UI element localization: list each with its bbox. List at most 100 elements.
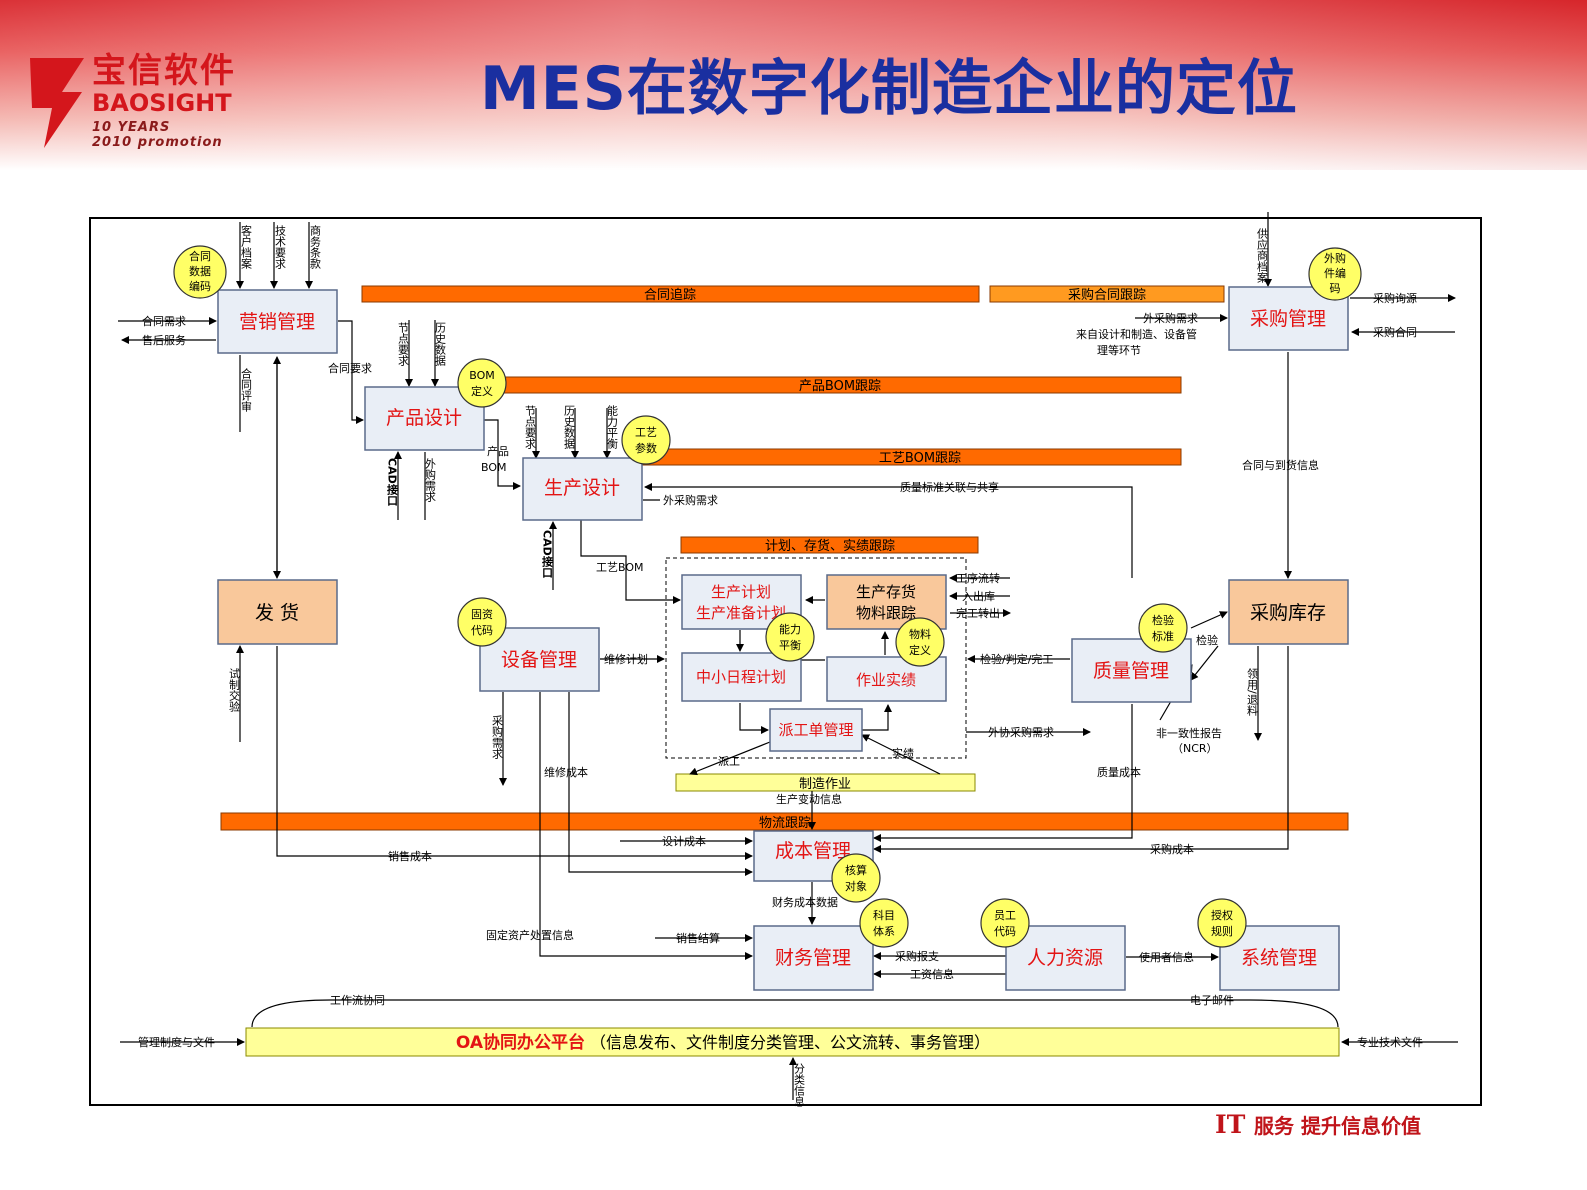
svg-text:人力资源: 人力资源 bbox=[1027, 947, 1103, 969]
box-production-plan: 生产计划 生产准备计划 bbox=[681, 574, 802, 630]
label-biz-terms: 商务条款 bbox=[309, 224, 322, 270]
label-classified-info: 分类信息 bbox=[793, 1063, 806, 1107]
bar-process-bom-track: 工艺BOM跟踪 bbox=[642, 448, 1182, 466]
svg-text:定义: 定义 bbox=[909, 643, 931, 657]
svg-text:设备管理: 设备管理 bbox=[501, 649, 577, 671]
box-procurement-stock: 采购库存 bbox=[1228, 579, 1349, 645]
baosight-logo-icon bbox=[30, 58, 84, 148]
svg-text:定义: 定义 bbox=[471, 384, 493, 398]
circle-contract-code: 合同 数据 编码 bbox=[173, 245, 227, 299]
label-actual-result: 实绩 bbox=[892, 746, 914, 760]
circle-auth-rule: 授权 规则 bbox=[1197, 898, 1247, 948]
label-production-change: 生产变动信息 bbox=[776, 792, 842, 806]
svg-text:OA协同办公平台: OA协同办公平台 bbox=[456, 1032, 585, 1053]
box-dispatch: 派工单管理 bbox=[769, 708, 863, 752]
svg-text:参数: 参数 bbox=[635, 441, 657, 455]
bar-plan-track: 计划、存货、实绩跟踪 bbox=[680, 536, 979, 554]
footer-it: IT bbox=[1215, 1110, 1246, 1139]
header-banner bbox=[0, 0, 1587, 170]
label-supplier-file: 供应商档案 bbox=[1256, 227, 1269, 283]
box-hr: 人力资源 bbox=[1005, 925, 1126, 991]
svg-text:质量管理: 质量管理 bbox=[1093, 660, 1169, 682]
label-after-sales: 售后服务 bbox=[142, 333, 186, 347]
svg-text:核算: 核算 bbox=[845, 863, 867, 877]
svg-text:标准: 标准 bbox=[1152, 629, 1174, 643]
svg-text:发 货: 发 货 bbox=[255, 602, 299, 624]
svg-text:采购库存: 采购库存 bbox=[1250, 602, 1326, 624]
label-finish-out: 完工转出 bbox=[956, 606, 1000, 620]
bar-product-bom-track: 产品BOM跟踪 bbox=[482, 376, 1182, 394]
label-maintenance-plan: 维修计划 bbox=[604, 652, 648, 666]
svg-text:代码: 代码 bbox=[471, 624, 493, 637]
logo-en: BAOSIGHT bbox=[92, 89, 232, 117]
label-product-bom-1: 产品 bbox=[487, 444, 509, 458]
label-mgmt-docs: 管理制度与文件 bbox=[138, 1035, 215, 1049]
svg-text:规则: 规则 bbox=[1211, 924, 1233, 938]
svg-text:外购: 外购 bbox=[1324, 251, 1346, 265]
svg-text:采购管理: 采购管理 bbox=[1250, 308, 1326, 330]
label-quality-cost: 质量成本 bbox=[1097, 765, 1141, 779]
circle-subject-sys: 科目 体系 bbox=[859, 898, 909, 948]
bar-contract-track: 合同追踪 bbox=[361, 285, 980, 303]
svg-text:中小日程计划: 中小日程计划 bbox=[696, 668, 786, 686]
box-production-design: 生产设计 bbox=[522, 457, 643, 521]
box-oa-platform: OA协同办公平台 （信息发布、文件制度分类管理、公文流转、事务管理） bbox=[245, 1027, 1340, 1057]
label-from-design2: 理等环节 bbox=[1097, 343, 1141, 357]
svg-text:财务管理: 财务管理 bbox=[775, 947, 851, 969]
label-user-info: 使用者信息 bbox=[1139, 950, 1194, 964]
svg-text:数据: 数据 bbox=[189, 264, 211, 278]
label-node-req2: 节点要求 bbox=[524, 405, 537, 449]
circle-accounting-obj: 核算 对象 bbox=[831, 853, 881, 903]
svg-text:（信息发布、文件制度分类管理、公文流转、事务管理）: （信息发布、文件制度分类管理、公文流转、事务管理） bbox=[590, 1033, 990, 1052]
svg-text:制造作业: 制造作业 bbox=[799, 777, 851, 792]
label-trial-ship: 试制交验 bbox=[228, 668, 241, 713]
label-purchase-inquiry: 采购询源 bbox=[1373, 291, 1417, 305]
box-schedule: 中小日程计划 bbox=[681, 652, 802, 702]
page-title: MES在数字化制造企业的定位 bbox=[480, 54, 1298, 124]
label-in-out-stock: 入出库 bbox=[962, 589, 995, 603]
svg-text:对象: 对象 bbox=[845, 879, 867, 893]
circle-staff-code: 员工 代码 bbox=[980, 898, 1030, 948]
svg-text:物流跟踪: 物流跟踪 bbox=[759, 816, 811, 831]
label-salary-info: 工资信息 bbox=[910, 967, 954, 981]
svg-text:科目: 科目 bbox=[873, 908, 895, 922]
svg-text:件编: 件编 bbox=[1324, 266, 1346, 280]
circle-inspection-std: 检验 标准 bbox=[1138, 603, 1188, 653]
label-finance-cost-data: 财务成本数据 bbox=[772, 895, 838, 909]
svg-text:生产准备计划: 生产准备计划 bbox=[696, 604, 786, 622]
bar-purchase-contract-track: 采购合同跟踪 bbox=[989, 285, 1225, 303]
label-tech-req: 技术要求 bbox=[274, 225, 287, 269]
svg-text:检验: 检验 bbox=[1152, 613, 1174, 627]
svg-text:合同追踪: 合同追踪 bbox=[644, 287, 696, 303]
box-shipping: 发 货 bbox=[217, 579, 338, 645]
svg-text:产品BOM跟踪: 产品BOM跟踪 bbox=[799, 379, 881, 394]
label-design-cost: 设计成本 bbox=[662, 834, 706, 848]
label-outsource-purchase: 外协采购需求 bbox=[988, 725, 1054, 739]
connector-lines bbox=[118, 212, 1458, 1100]
svg-text:体系: 体系 bbox=[873, 924, 895, 938]
label-email: 电子邮件 bbox=[1190, 994, 1234, 1007]
svg-text:成本管理: 成本管理 bbox=[775, 840, 851, 862]
svg-text:固资: 固资 bbox=[471, 608, 493, 621]
svg-text:代码: 代码 bbox=[994, 925, 1016, 938]
svg-text:系统管理: 系统管理 bbox=[1241, 947, 1317, 969]
label-dispatch-work: 派工 bbox=[718, 755, 740, 768]
label-contract-review: 合同评审 bbox=[240, 367, 253, 412]
svg-text:生产计划: 生产计划 bbox=[711, 583, 771, 601]
box-procurement: 采购管理 bbox=[1228, 286, 1349, 351]
label-ext-purchase-demand: 外采购需求 bbox=[663, 493, 718, 507]
label-sales-cost: 销售成本 bbox=[388, 849, 432, 863]
svg-text:采购合同跟踪: 采购合同跟踪 bbox=[1068, 287, 1146, 303]
logo-sub-2: 2010 promotion bbox=[92, 135, 223, 150]
circle-capacity: 能力 平衡 bbox=[765, 612, 815, 662]
svg-text:授权: 授权 bbox=[1211, 908, 1233, 922]
label-ncr-2: （NCR） bbox=[1172, 742, 1218, 755]
label-asset-disposal: 固定资产处置信息 bbox=[486, 928, 574, 942]
label-purchase-demand: 采购需求 bbox=[491, 715, 504, 759]
svg-text:产品设计: 产品设计 bbox=[386, 407, 462, 429]
label-maint-cost: 维修成本 bbox=[544, 765, 588, 779]
svg-text:BOM: BOM bbox=[469, 369, 495, 382]
box-finance: 财务管理 bbox=[753, 925, 874, 991]
circle-material-def: 物料 定义 bbox=[895, 617, 945, 667]
svg-text:能力: 能力 bbox=[779, 622, 801, 636]
